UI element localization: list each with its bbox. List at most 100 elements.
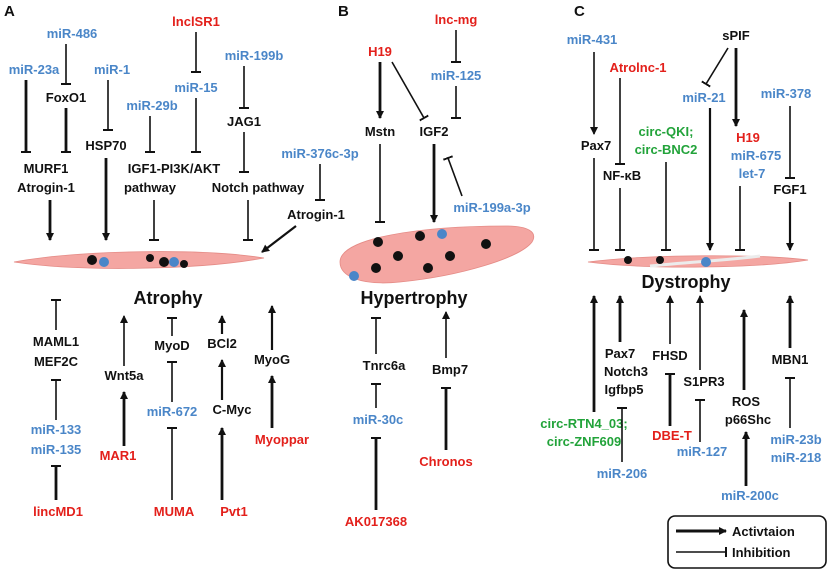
pvt1-label: Pvt1 [220,504,247,519]
cmyc-label: C-Myc [212,402,251,417]
nfkb-label: NF-κB [603,168,641,183]
mir135-label: miR-135 [31,442,82,457]
h19-label: H19 [368,44,392,59]
fhsd-label: FHSD [652,348,687,363]
nucleus [624,256,632,264]
panel-b: B lnc-mg H19 miR-125 Mstn IGF2 miR-199a-… [338,3,534,529]
igfbp5-label: Igfbp5 [605,382,644,397]
nucleus [180,260,188,268]
jag1-label: JAG1 [227,114,261,129]
dystrophy-label: Dystrophy [641,272,730,292]
myod-label: MyoD [154,338,189,353]
circrtn4-label: circ-RTN4_03; [540,416,627,431]
pax7b-label: Pax7 [605,346,635,361]
legend: Activtaion Inhibition [667,515,827,569]
mir23b-label: miR-23b [770,432,821,447]
muscle-fiber-b [339,225,534,284]
mir199b-label: miR-199b [225,48,284,63]
mir29b-label: miR-29b [126,98,177,113]
tnrc6a-label: Tnrc6a [363,358,406,373]
hypertrophy-label: Hypertrophy [360,288,467,308]
mir30c-label: miR-30c [353,412,404,427]
nucleus [445,251,455,261]
s1pr3-label: S1PR3 [683,374,724,389]
panel-a-letter: A [4,3,15,20]
notch-pathway-label: Notch pathway [212,180,305,195]
nucleus [415,231,425,241]
mir206-label: miR-206 [597,466,648,481]
mir133-label: miR-133 [31,422,82,437]
foxo1-label: FoxO1 [46,90,86,105]
nucleus [373,237,383,247]
panel-c: C miR-431 sPIF Atrolnc-1 miR-21 miR-378 … [540,3,821,503]
mir15-label: miR-15 [174,80,217,95]
nucleus [159,257,169,267]
muma-label: MUMA [154,504,195,519]
nucleus [656,256,664,264]
wnt5a-label: Wnt5a [105,368,145,383]
igf1-pathway-label-2: pathway [124,180,177,195]
p66shc-label: p66Shc [725,412,771,427]
circqki-label: circ-QKI; [639,124,694,139]
panel-b-letter: B [338,3,349,20]
nucleus [481,239,491,249]
legend-activation-label: Activtaion [732,524,795,539]
nucleus [393,251,403,261]
mir1-label: miR-1 [94,62,130,77]
activate-atrogin1-cell [261,225,297,253]
mir200c-label: miR-200c [721,488,779,503]
atrogin1b-label: Atrogin-1 [287,207,345,222]
myoppar-label: Myoppar [255,432,309,447]
nucleus [371,263,381,273]
inhibit-h19-igf2 [391,61,429,122]
mef2c-label: MEF2C [34,354,79,369]
mir431-label: miR-431 [567,32,618,47]
nucleus-blue [701,257,711,267]
pax7-label: Pax7 [581,138,611,153]
mir127-label: miR-127 [677,444,728,459]
ak017368-label: AK017368 [345,514,407,529]
bcl2-label: BCl2 [207,336,237,351]
panel-a: A miR-486 lnclSR1 miR-23a miR-1 miR-15 m… [4,3,359,519]
let7-label: let-7 [739,166,766,181]
myog-label: MyoG [254,352,290,367]
inhibit-mir199a-igf2 [442,155,463,197]
murf1-label: MURF1 [24,161,69,176]
nucleus [87,255,97,265]
nucleus-blue [169,257,179,267]
spif-label: sPIF [722,28,750,43]
igf1-pathway-label-1: IGF1-PI3K/AKT [128,161,221,176]
atrophy-label: Atrophy [134,288,203,308]
atrolnc1-label: Atrolnc-1 [609,60,666,75]
mir675-label: miR-675 [731,148,782,163]
bmp7-label: Bmp7 [432,362,468,377]
mir378-label: miR-378 [761,86,812,101]
muscle-fiber-a [13,251,265,269]
hsp70-label: HSP70 [85,138,126,153]
fgf1-label: FGF1 [773,182,806,197]
mir376c-label: miR-376c-3p [281,146,358,161]
panel-c-letter: C [574,3,585,20]
mir21-label: miR-21 [682,90,725,105]
legend-inhibition-label: Inhibition [732,545,791,560]
inhibit-spif-mir21 [701,47,729,88]
chronos-label: Chronos [419,454,472,469]
maml1-label: MAML1 [33,334,79,349]
atrogin1-label: Atrogin-1 [17,180,75,195]
dbet-label: DBE-T [652,428,692,443]
lincmd1-label: lincMD1 [33,504,83,519]
mir672-label: miR-672 [147,404,198,419]
nucleus-blue [349,271,359,281]
circbnc2-label: circ-BNC2 [635,142,698,157]
mir23a-label: miR-23a [9,62,60,77]
lnclsr1-label: lnclSR1 [172,14,220,29]
circznf609-label: circ-ZNF609 [547,434,621,449]
legend-box [667,515,827,569]
notch3-label: Notch3 [604,364,648,379]
mbn1-label: MBN1 [772,352,809,367]
igf2-label: IGF2 [420,124,449,139]
mir125-label: miR-125 [431,68,482,83]
h19c-label: H19 [736,130,760,145]
nucleus-blue [437,229,447,239]
